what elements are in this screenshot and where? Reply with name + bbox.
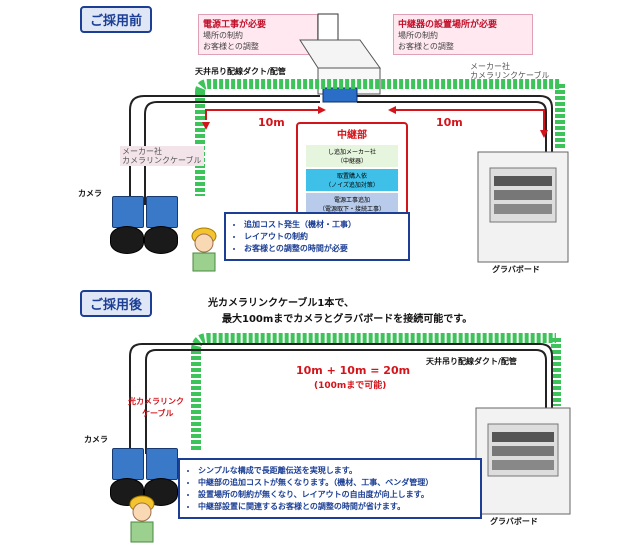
optical-cable-1 bbox=[129, 343, 553, 454]
after-board-label: グラバボード bbox=[490, 517, 538, 526]
camera-lens-icon bbox=[144, 226, 178, 254]
relay-box-device: し追加メーカー社 （中継器） bbox=[306, 145, 398, 167]
issue-item: レイアウトの制約 bbox=[244, 231, 402, 242]
camera-2 bbox=[144, 196, 178, 254]
worker-icon bbox=[191, 227, 217, 272]
relay-housing bbox=[299, 39, 381, 69]
maker-cable-left-line1: メーカー社 bbox=[122, 147, 162, 156]
optical-cable-label-1: 光カメラリンク bbox=[128, 397, 184, 406]
maker-cable-right-line1: メーカー社 bbox=[470, 62, 510, 71]
camera-lens-icon bbox=[110, 226, 144, 254]
after-distance: 10m + 10m = 20m bbox=[296, 364, 411, 377]
issue-item: 追加コスト発生（機材・工事） bbox=[244, 219, 402, 230]
relay-note: 中継器の設置場所が必要 場所の制約 お客様との調整 bbox=[393, 14, 533, 55]
after-diagram bbox=[129, 333, 571, 515]
relay-section: 中継部 し追加メーカー社 （中継器） 取置購入依 （ノイズ追加対策） 電源工事追… bbox=[296, 122, 408, 221]
optical-cable-2 bbox=[145, 349, 547, 454]
maker-cable-left-line2: カメラリンクケーブル bbox=[122, 156, 202, 165]
relay-note-title: 中継器の設置場所が必要 bbox=[398, 20, 498, 30]
relay-device bbox=[322, 87, 358, 103]
optical-cable-label-2: ケーブル bbox=[142, 409, 174, 418]
camera-body bbox=[112, 196, 144, 228]
relay-note-line2: お客様との調整 bbox=[398, 42, 454, 51]
benefit-item: シンプルな構成で長距離伝送を実現します。 bbox=[198, 465, 474, 476]
outlet-icon bbox=[317, 13, 339, 41]
benefit-item: 設置場所の制約が無くなり、レイアウトの自由度が向上します。 bbox=[198, 489, 474, 500]
issues-panel: 追加コスト発生（機材・工事） レイアウトの制約 お客様との調整の時間が必要 bbox=[224, 212, 410, 261]
benefits-panel: シンプルな構成で長距離伝送を実現します。 中継部の追加コストが無くなります。（機… bbox=[178, 458, 482, 519]
camera-body bbox=[146, 448, 178, 480]
after-duct-label: 天井吊り配線ダクト/配管 bbox=[426, 357, 517, 366]
before-tag: ご採用前 bbox=[80, 6, 153, 33]
after-camera-label: カメラ bbox=[84, 435, 108, 444]
maker-cable-right-line2: カメラリンクケーブル bbox=[470, 71, 550, 80]
camera-1 bbox=[110, 196, 144, 254]
after-headline-1: 光カメラリンクケーブル1本で、 bbox=[208, 298, 354, 309]
benefit-item: 中継部の追加コストが無くなります。（機材、工事、ベンダ管理） bbox=[198, 477, 474, 488]
before-diagram bbox=[129, 13, 569, 263]
power-note: 電源工事が必要 場所の制約 お客様との調整 bbox=[198, 14, 318, 55]
after-distance-note: (100mまで可能) bbox=[314, 381, 387, 391]
maker-cable-right: メーカー社 カメラリンクケーブル bbox=[470, 62, 550, 80]
power-note-line1: 場所の制約 bbox=[203, 31, 243, 40]
after-duct bbox=[191, 333, 556, 351]
before-distance-left: 10m bbox=[258, 116, 285, 129]
before-distance-right: 10m bbox=[436, 116, 463, 129]
maker-cable-left: メーカー社 カメラリンクケーブル bbox=[120, 146, 204, 166]
issue-item: お客様との調整の時間が必要 bbox=[244, 243, 402, 254]
before-duct-label: 天井吊り配線ダクト/配管 bbox=[195, 67, 286, 76]
benefit-item: 中継部設置に関連するお客様との調整の時間が省けます。 bbox=[198, 501, 474, 512]
before-board-label: グラバボード bbox=[492, 265, 540, 274]
camera-body bbox=[112, 448, 144, 480]
after-tag: ご採用後 bbox=[80, 290, 153, 317]
relay-box-noise: 取置購入依 （ノイズ追加対策） bbox=[306, 169, 398, 191]
power-note-title: 電源工事が必要 bbox=[203, 20, 267, 30]
duct bbox=[195, 79, 560, 93]
power-note-line2: お客様との調整 bbox=[203, 42, 259, 51]
after-headline-2: 最大100mまでカメラとグラバボードを接続可能です。 bbox=[222, 314, 473, 325]
after-worker-icon bbox=[129, 495, 155, 543]
relay-note-line1: 場所の制約 bbox=[398, 31, 438, 40]
camera-body bbox=[146, 196, 178, 228]
relay-title: 中継部 bbox=[337, 130, 367, 141]
before-camera-label: カメラ bbox=[78, 189, 102, 198]
relay-box-power: 電源工事追加 （電源取下・接続工事） bbox=[306, 193, 398, 215]
